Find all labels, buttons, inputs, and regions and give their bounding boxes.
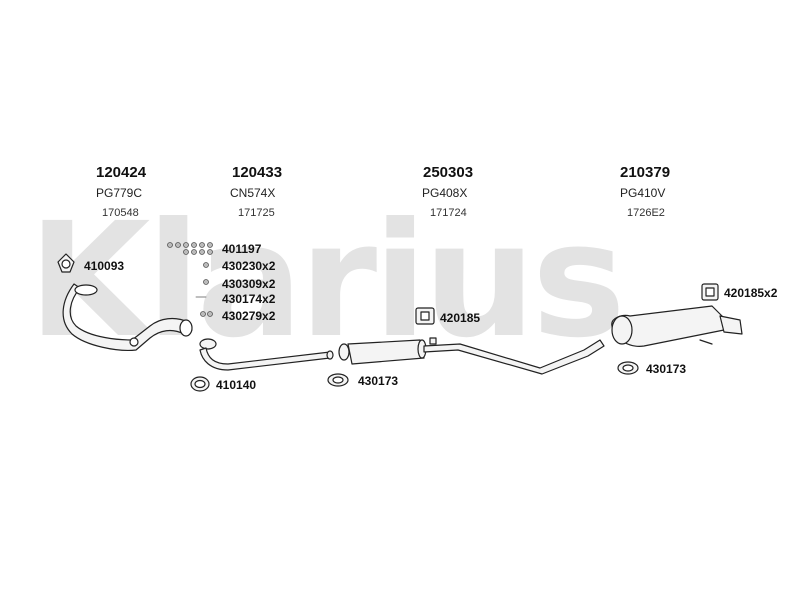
mid-pipe-120433	[199, 338, 334, 371]
clamp-430173-rear-shape	[617, 361, 639, 375]
hardware-item-2: 430230x2	[222, 259, 276, 273]
callout-mount-mid: 420185	[440, 311, 481, 325]
rear-silencer-210379	[611, 305, 743, 347]
washer-icon	[203, 279, 209, 285]
ring-410140-shape	[190, 376, 210, 392]
part-number-4: 210379	[620, 164, 671, 181]
callout-gasket-front: 410093	[84, 259, 125, 273]
part-ref-1: 170548	[102, 207, 139, 219]
part-number-1: 120424	[96, 164, 147, 181]
part-number-2: 120433	[232, 164, 283, 181]
part-ref-3: 171724	[430, 207, 467, 219]
mount-420185x2-shape	[701, 283, 719, 301]
centre-silencer-250303	[338, 337, 605, 375]
hardware-item-3: 430309x2	[222, 277, 276, 291]
callout-clamp-rear: 430173	[646, 362, 687, 376]
part-ref-2: 171725	[238, 207, 275, 219]
hardware-item-4: 430174x2	[222, 292, 276, 306]
bolt-set-icon	[167, 242, 213, 255]
part-ref-4: 1726E2	[627, 207, 665, 219]
front-pipe-120424	[62, 283, 193, 351]
hardware-item-5: 430279x2	[222, 309, 276, 323]
callout-ring-seal: 410140	[216, 378, 257, 392]
part-code-1: PG779C	[96, 186, 143, 200]
callout-mount-rear: 420185x2	[724, 286, 778, 300]
gasket-410093-shape	[57, 253, 75, 273]
spring-icon	[200, 311, 213, 317]
brand-watermark: Klarius	[28, 189, 626, 373]
nut-icon	[203, 262, 209, 268]
hardware-item-1: 401197	[222, 242, 262, 256]
part-code-3: PG408X	[422, 186, 468, 200]
part-code-4: PG410V	[620, 186, 666, 200]
clamp-430173-mid-shape	[327, 373, 349, 387]
part-number-3: 250303	[423, 164, 474, 181]
callout-clamp-mid: 430173	[358, 374, 399, 388]
part-code-2: CN574X	[230, 186, 276, 200]
mount-420185-shape	[415, 307, 435, 325]
